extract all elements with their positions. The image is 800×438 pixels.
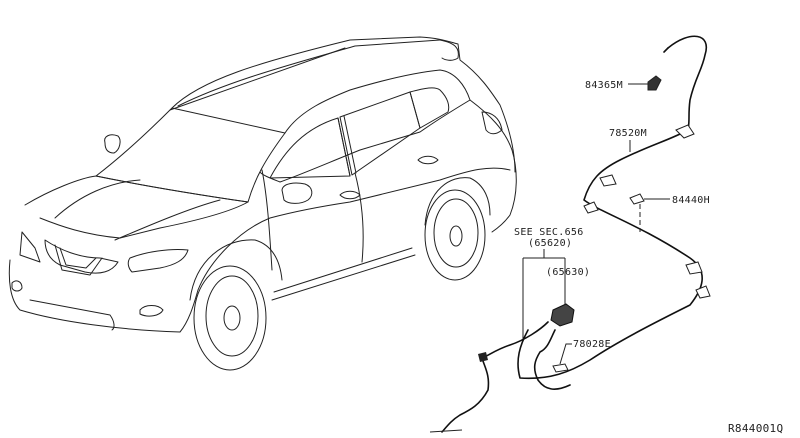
label-see-sec-656: SEE SEC.656 xyxy=(514,227,584,238)
hood-crease-2 xyxy=(114,199,221,241)
front-bumper xyxy=(8,259,199,333)
door-handle-front xyxy=(339,190,361,200)
camera-module-icon xyxy=(550,303,575,327)
camera-assembly[interactable]: SEE SEC.656 (65620) (65630) xyxy=(429,227,590,433)
rear-door-window xyxy=(339,91,421,176)
leader-65620 xyxy=(522,249,566,340)
connector-78028e-icon xyxy=(552,363,569,373)
connector-84365m[interactable]: 84365M xyxy=(585,75,662,91)
clip-84440h-icon xyxy=(629,193,645,205)
grille-v xyxy=(54,244,103,276)
rear-body xyxy=(469,99,517,233)
vehicle-drawing xyxy=(8,36,517,371)
b-pillar xyxy=(337,115,357,177)
hood-crease xyxy=(54,179,141,219)
bumper-lower xyxy=(29,299,115,331)
label-84440h: 84440H xyxy=(672,195,710,206)
door-line-rear xyxy=(354,172,364,263)
camera-cable xyxy=(481,321,549,359)
windshield xyxy=(95,107,286,203)
rear-tire xyxy=(424,189,486,281)
harness-clip xyxy=(685,261,703,275)
left-mirror xyxy=(104,134,121,154)
headlight xyxy=(127,249,189,273)
grille-inner xyxy=(59,247,97,269)
harness-clip xyxy=(675,124,695,139)
front-tire xyxy=(193,265,267,371)
body-side xyxy=(197,167,511,291)
grille xyxy=(44,239,119,274)
hood xyxy=(24,175,249,239)
harness-78520m xyxy=(517,35,711,380)
leader-78028e xyxy=(559,343,572,365)
fog-light xyxy=(139,305,164,317)
label-78028e: 78028E xyxy=(573,339,611,350)
harness-clip xyxy=(583,201,599,214)
front-hub xyxy=(223,305,241,331)
tail-light xyxy=(481,111,503,135)
side-mirror xyxy=(281,182,313,204)
rear-rim xyxy=(433,198,479,268)
connector-84365m-icon xyxy=(647,75,662,91)
front-rim xyxy=(205,275,259,357)
label-65620: (65620) xyxy=(528,238,572,249)
front-arch xyxy=(189,239,283,301)
harness-tail xyxy=(663,47,669,53)
door-line-front xyxy=(261,169,273,271)
rear-hub xyxy=(449,225,463,247)
label-65630: (65630) xyxy=(546,267,590,278)
roof-rail xyxy=(177,39,441,107)
label-78520m: 78520M xyxy=(609,128,647,139)
camera-cable-2 xyxy=(533,329,571,390)
fog-light-left xyxy=(11,280,23,292)
roof-top-edge xyxy=(169,47,346,111)
roof-outline xyxy=(171,36,516,173)
harness-clip xyxy=(695,285,711,299)
rear-spoiler xyxy=(439,39,459,61)
sill xyxy=(271,247,416,301)
callout-78520m[interactable]: 78520M xyxy=(609,128,647,152)
quarter-window xyxy=(409,87,450,129)
ground-line xyxy=(429,429,463,433)
rear-arch xyxy=(424,177,491,226)
door-handle-rear xyxy=(417,155,439,165)
headlight-left xyxy=(19,231,41,263)
connector-78028e[interactable]: 78028E xyxy=(552,339,611,373)
side-window-frame xyxy=(259,69,471,183)
clip-84440h[interactable]: 84440H xyxy=(629,193,710,232)
harness-clip xyxy=(599,174,617,187)
reference-code: R844001Q xyxy=(728,422,783,435)
label-84365m: 84365M xyxy=(585,80,623,91)
front-door-window xyxy=(269,117,351,179)
grommet-icon xyxy=(478,352,488,362)
extension-cable xyxy=(441,357,490,433)
